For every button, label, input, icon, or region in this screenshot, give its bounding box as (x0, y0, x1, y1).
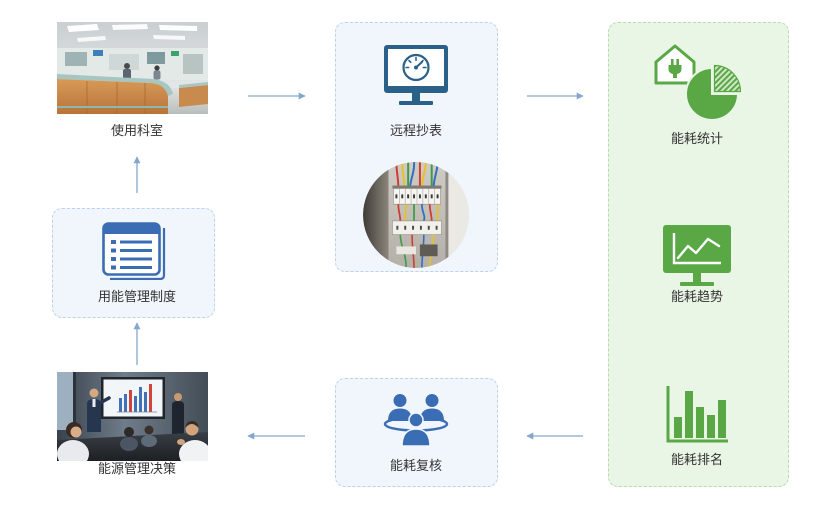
photo-back-wall (57, 48, 208, 80)
pie-chart-highlight-slice (713, 64, 741, 93)
cabinet-wires-top (395, 162, 439, 188)
bar-chart-axes (666, 386, 728, 443)
department-label: 使用科室 (110, 124, 163, 139)
document-list-icon (102, 222, 166, 280)
remote-reading-label: 远程抄表 (389, 124, 442, 139)
trend-line (676, 237, 721, 260)
bar-4 (707, 415, 715, 438)
person-left (388, 394, 412, 421)
breaker-row-2 (392, 220, 442, 235)
presentation-screen (101, 377, 165, 419)
pie-chart-main-slice (685, 66, 740, 121)
monitor-neck (412, 93, 420, 101)
house-outline (654, 44, 696, 85)
house-plug-pie-chart-icon (654, 44, 741, 121)
person-front (401, 412, 431, 447)
person-right (420, 394, 444, 421)
photo-window (57, 372, 73, 430)
energy-statistics-label: 能耗统计 (670, 132, 723, 147)
bar-5 (718, 400, 726, 438)
gauge-dial (402, 53, 430, 82)
document-back-page (110, 228, 166, 280)
document-header-band (103, 223, 160, 234)
plug-icon (668, 59, 682, 78)
presenter (87, 388, 111, 432)
people-group-icon (383, 394, 449, 447)
document-list-rows (111, 240, 152, 270)
monitor-base (399, 101, 433, 105)
energy-decision-label: 能源管理决策 (97, 462, 176, 477)
seated-audience (57, 421, 208, 461)
photo-people (123, 63, 161, 80)
breaker-row-1 (392, 185, 442, 205)
cabinet-wires-middle (397, 204, 439, 222)
bar-1 (674, 417, 682, 438)
gauge-hub (414, 65, 418, 70)
gauge-monitor-icon (384, 45, 448, 105)
photo-reception-counter (57, 74, 208, 114)
bar-3 (696, 407, 704, 438)
energy-review-label: 能耗复核 (389, 459, 442, 474)
electrical-cabinet-photo (363, 162, 469, 268)
photo-ceiling-lights (67, 24, 197, 42)
meeting-room-photo (57, 372, 208, 461)
energy-ranking-label: 能耗排名 (670, 453, 723, 468)
standing-attendee (172, 393, 184, 434)
energy-trend-label: 能耗趋势 (670, 290, 723, 305)
chart-axes (672, 233, 721, 265)
monitor-screen (663, 225, 731, 273)
monitor-neck (693, 273, 701, 282)
bar-chart-icon (666, 386, 728, 443)
line-chart-monitor-icon (663, 225, 731, 286)
bar-2 (685, 391, 693, 438)
hospital-reception-photo (57, 22, 208, 114)
monitor-base (680, 282, 714, 286)
energy-policy-label: 用能管理制度 (97, 290, 176, 305)
